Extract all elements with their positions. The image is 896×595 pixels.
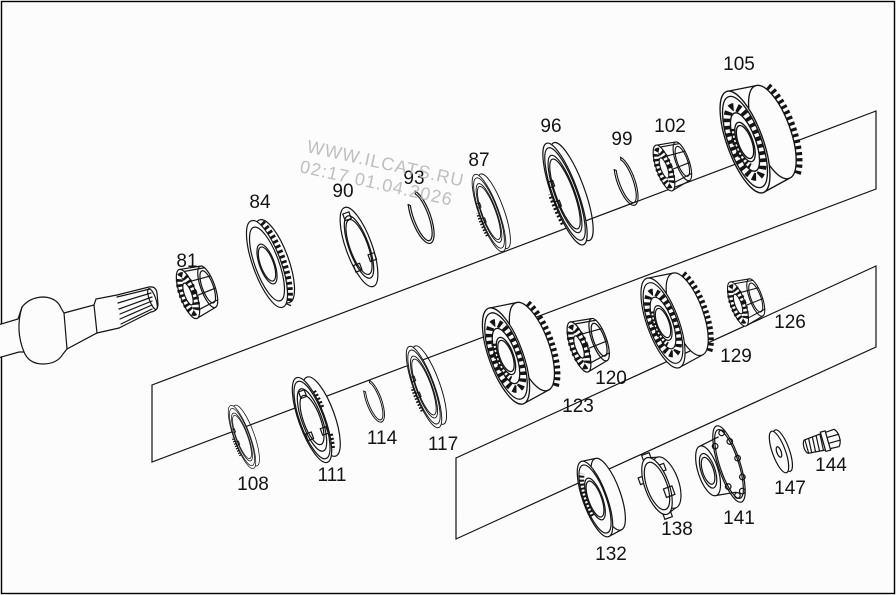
part-87-ring bbox=[465, 169, 517, 255]
input-shaft bbox=[0, 286, 159, 365]
part-96-ring bbox=[534, 136, 602, 249]
part-126-bearing bbox=[723, 273, 769, 328]
part-label-108: 108 bbox=[237, 474, 269, 495]
part-label-141: 141 bbox=[723, 508, 755, 529]
part-label-99: 99 bbox=[611, 129, 632, 150]
part-label-90: 90 bbox=[332, 181, 353, 202]
part-label-111: 111 bbox=[318, 465, 347, 486]
part-label-105: 105 bbox=[723, 54, 755, 75]
part-84-gear bbox=[245, 219, 296, 309]
part-114-snap-ring bbox=[359, 378, 390, 426]
part-label-144: 144 bbox=[815, 455, 847, 476]
part-99-snap-ring bbox=[608, 154, 644, 209]
part-label-87: 87 bbox=[468, 150, 489, 171]
part-90-synchro-ring bbox=[339, 206, 379, 288]
part-label-138: 138 bbox=[661, 519, 693, 540]
part-117-ring bbox=[399, 341, 454, 431]
part-label-126: 126 bbox=[774, 312, 806, 333]
part-label-84: 84 bbox=[249, 192, 271, 213]
part-102-bearing bbox=[649, 136, 697, 193]
part-label-120: 120 bbox=[595, 368, 627, 389]
part-105-gear-hub bbox=[710, 75, 809, 199]
part-120-bearing bbox=[562, 312, 615, 374]
part-label-114: 114 bbox=[367, 428, 398, 449]
part-label-129: 129 bbox=[720, 346, 752, 367]
part-label-102: 102 bbox=[654, 116, 686, 137]
watermark: WWW.ILCATS.RU 02:17 01.04.2026 bbox=[298, 136, 466, 209]
part-label-93: 93 bbox=[403, 168, 424, 189]
part-label-123: 123 bbox=[562, 396, 594, 417]
part-132-ball-bearing bbox=[576, 457, 626, 538]
part-147-washer bbox=[768, 429, 794, 474]
lower-plane-outline bbox=[455, 265, 877, 540]
part-144-bolt bbox=[802, 428, 841, 454]
part-label-132: 132 bbox=[595, 544, 627, 565]
part-callouts: 81 84 90 93 87 96 99 102 105 108 111 114… bbox=[176, 54, 847, 565]
part-label-96: 96 bbox=[540, 116, 561, 137]
upper-plane-outline bbox=[151, 110, 877, 463]
part-111-synchro-body bbox=[291, 376, 341, 464]
part-141-flange bbox=[695, 425, 746, 503]
part-108-ring bbox=[220, 399, 267, 474]
part-label-117: 117 bbox=[428, 434, 458, 455]
part-138-castellated-ring bbox=[637, 451, 682, 521]
part-123-gear bbox=[473, 293, 567, 410]
part-label-147: 147 bbox=[774, 478, 806, 499]
part-129-gear-hub bbox=[632, 264, 719, 373]
part-label-81: 81 bbox=[176, 251, 197, 272]
